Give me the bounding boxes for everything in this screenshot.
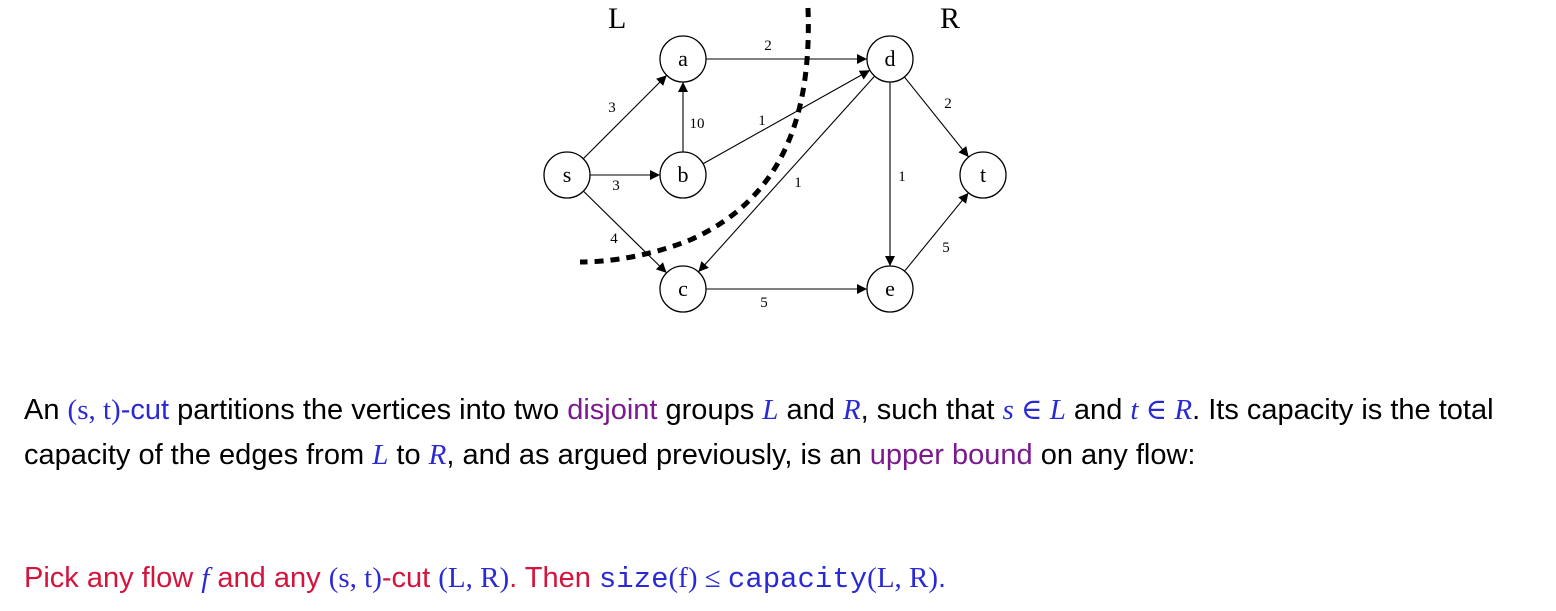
node-circle [659,265,707,313]
term-disjoint: disjoint [567,394,658,426]
node-circle [959,151,1007,199]
edge-s-c [583,190,667,274]
node-e: e [866,265,914,313]
edge-capacity-s-c: 4 [610,231,618,247]
node-d: d [866,35,914,83]
edges: 3 3 4 10 2 1 1 1 2 5 5 [582,38,970,311]
node-label: e [885,276,895,301]
term-upper-bound: upper bound [869,439,1033,471]
node-circle [866,265,914,313]
node-b: b [659,151,707,199]
node-a: a [659,35,707,83]
edge-capacity-c-e: 5 [760,295,768,311]
node-circle [659,35,707,83]
node-s: s [543,151,591,199]
edge-capacity-b-a: 10 [690,116,705,132]
cut-definition-paragraph: An (s, t)-cut partitions the vertices in… [24,394,1494,471]
node-c: c [659,265,707,313]
edge-capacity-d-c: 1 [794,175,802,191]
node-circle [543,151,591,199]
node-label: b [678,162,689,187]
edge-capacity-e-t: 5 [942,240,950,256]
edge-capacity-s-b: 3 [612,178,620,194]
st-math: (s, t) [67,394,121,426]
edge-capacity-a-d: 2 [764,38,772,54]
node-label: s [563,162,572,187]
edge-capacity-d-t: 2 [944,96,952,112]
node-t: t [959,151,1007,199]
node-label: d [885,46,896,71]
side-left-label: L [608,2,626,35]
edge-d-t [903,76,970,158]
node-label: t [980,162,986,187]
edge-s-a [582,74,668,160]
edge-capacity-b-d: 1 [758,113,766,129]
theorem-statement: Pick any flow f and any (s, t)-cut (L, R… [24,562,947,596]
edge-b-d [702,69,871,165]
node-circle [659,151,707,199]
edge-d-c [697,75,876,273]
flow-network-diagram: L R 3 3 4 10 2 1 1 1 2 5 5 s a b c d e t [543,2,1007,313]
node-label: a [678,46,688,71]
edge-capacity-d-e: 1 [898,169,906,185]
edge-e-t [904,192,969,272]
side-right-label: R [940,2,960,35]
node-label: c [678,276,688,301]
node-circle [866,35,914,83]
edge-capacity-s-a: 3 [608,100,616,116]
nodes: s a b c d e t [543,35,1007,313]
